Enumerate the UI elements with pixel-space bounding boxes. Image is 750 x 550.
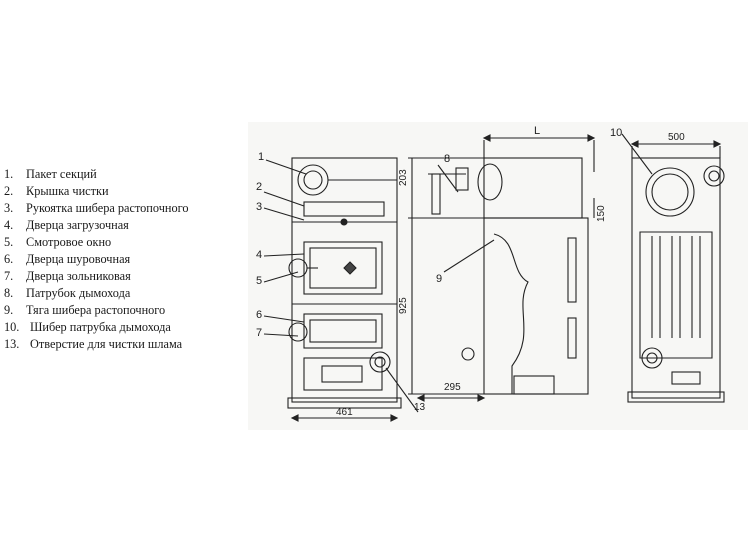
legend-number: 8. [4,286,14,300]
legend-number: 5. [4,235,14,249]
legend-label: Тяга шибера растопочного [26,303,166,317]
legend-item: 3. Рукоятка шибера растопочного [4,200,244,217]
legend-number: 4. [4,218,14,232]
legend-item: 6. Дверца шуровочная [4,251,244,268]
legend-number: 13. [4,337,20,351]
side-view [408,134,596,402]
dim-500: 500 [668,132,685,143]
legend-item: 7. Дверца зольниковая [4,268,244,285]
legend-label: Отверстие для чистки шлама [30,337,183,351]
callout-4: 4 [256,249,262,261]
front-view [263,157,419,422]
legend-item: 13. Отверстие для чистки шлама [4,336,244,353]
boiler-technical-drawing: 1 2 3 4 5 6 7 461 13 L 203 925 [248,122,748,430]
dim-295: 295 [444,382,461,393]
legend-label: Патрубок дымохода [26,286,131,300]
legend-number: 7. [4,269,14,283]
callout-6: 6 [256,309,262,321]
legend-number: 10. [4,320,20,334]
legend-number: 6. [4,252,14,266]
dim-150: 150 [596,205,607,222]
legend-label: Дверца зольниковая [26,269,131,283]
dim-L: L [534,125,540,137]
legend-label: Смотровое окно [26,235,112,249]
legend-item: 5. Смотровое окно [4,234,244,251]
callout-2: 2 [256,181,262,193]
legend-item: 10. Шибер патрубка дымохода [4,319,244,336]
legend-item: 2. Крышка чистки [4,183,244,200]
legend-label: Дверца шуровочная [26,252,131,266]
dim-203: 203 [398,169,409,186]
legend-label: Рукоятка шибера растопочного [26,201,189,215]
callout-3: 3 [256,201,262,213]
legend-number: 1. [4,167,14,181]
callout-9: 9 [436,273,442,285]
callout-7: 7 [256,327,262,339]
legend-label: Пакет секций [26,167,97,181]
legend-number: 3. [4,201,14,215]
legend-label: Дверца загрузочная [26,218,129,232]
legend-label: Крышка чистки [26,184,109,198]
callout-1: 1 [258,151,264,163]
callout-13: 13 [414,402,426,413]
callout-5: 5 [256,275,262,287]
legend-item: 9. Тяга шибера растопочного [4,302,244,319]
callout-8: 8 [444,153,450,165]
legend-list: 1. Пакет секций 2. Крышка чистки 3. Рукоятк… [4,166,244,353]
callout-10: 10 [610,127,622,139]
legend-item: 8. Патрубок дымохода [4,285,244,302]
dim-925: 925 [398,297,409,314]
rear-view [621,133,725,403]
dim-461: 461 [336,407,353,418]
legend-label: Шибер патрубка дымохода [30,320,171,334]
legend-item: 4. Дверца загрузочная [4,217,244,234]
legend-number: 2. [4,184,14,198]
legend-number: 9. [4,303,14,317]
legend-item: 1. Пакет секций [4,166,244,183]
